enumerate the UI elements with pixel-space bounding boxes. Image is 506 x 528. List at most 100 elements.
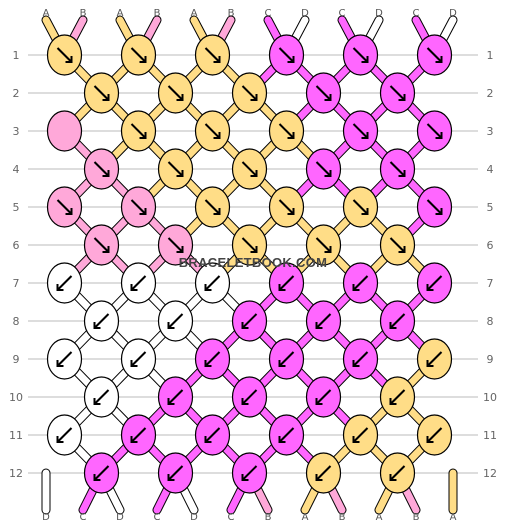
arrow-head-icon <box>176 246 184 253</box>
arrow-head-icon <box>361 208 369 215</box>
arrow-head-icon <box>278 360 286 367</box>
knot-arrow-left-icon <box>426 427 443 443</box>
string-bottom-label: C <box>228 512 235 523</box>
arrow-head-icon <box>176 170 184 177</box>
row-number-right: 4 <box>487 163 494 176</box>
knot-arrow-left-icon <box>204 275 221 291</box>
arrow-head-icon <box>426 284 434 291</box>
row-number-right: 2 <box>487 87 494 100</box>
row-number-left: 10 <box>9 391 23 404</box>
string-top-label: A <box>43 8 50 19</box>
arrow-head-icon <box>315 322 323 329</box>
arrow-head-icon <box>56 360 64 367</box>
string-bottom-label: C <box>80 512 87 523</box>
row-number-right: 12 <box>483 467 497 480</box>
row-number-right: 5 <box>487 201 494 214</box>
arrow-head-icon <box>130 360 138 367</box>
arrow-head-icon <box>352 284 360 291</box>
knots <box>46 34 453 494</box>
knot-arrow-left-icon <box>389 465 406 481</box>
row-number-left: 7 <box>13 277 20 290</box>
arrow-head-icon <box>278 284 286 291</box>
row-number-left: 6 <box>13 239 20 252</box>
knot-arrow-left-icon <box>93 313 110 329</box>
knot-arrow-left-icon <box>130 275 147 291</box>
arrow-head-icon <box>398 94 406 101</box>
knot-arrow-right-icon <box>167 161 184 177</box>
arrow-head-icon <box>324 170 332 177</box>
arrow-head-icon <box>324 94 332 101</box>
knot-arrow-right-icon <box>315 237 332 253</box>
row-number-left: 2 <box>13 87 20 100</box>
arrow-head-icon <box>204 436 212 443</box>
knot-arrow-right-icon <box>315 161 332 177</box>
row-number-right: 3 <box>487 125 494 138</box>
arrow-head-icon <box>93 398 101 405</box>
arrow-head-icon <box>102 94 110 101</box>
arrow-head-icon <box>361 132 369 139</box>
arrow-head-icon <box>315 474 323 481</box>
knot-arrow-left-icon <box>278 427 295 443</box>
arrow-head-icon <box>287 132 295 139</box>
arrow-head-icon <box>435 208 443 215</box>
string-bottom-label: B <box>265 512 272 523</box>
knot-arrow-right-icon <box>130 47 147 63</box>
arrow-head-icon <box>139 208 147 215</box>
string-top-label: C <box>265 8 272 19</box>
arrow-head-icon <box>204 360 212 367</box>
knot-arrow-left-icon <box>241 389 258 405</box>
arrow-head-icon <box>102 246 110 253</box>
string-bottom-label: D <box>190 512 198 523</box>
knot-arrow-left-icon <box>56 351 73 367</box>
arrow-head-icon <box>213 56 221 63</box>
knot-arrow-right-icon <box>389 161 406 177</box>
string-bottom-label: A <box>376 512 383 523</box>
knot-arrow-left-icon <box>93 389 110 405</box>
knot-arrow-right-icon <box>204 199 221 215</box>
row-number-left: 12 <box>9 467 23 480</box>
arrow-head-icon <box>241 398 249 405</box>
knot-arrow-right-icon <box>241 237 258 253</box>
arrow-head-icon <box>56 436 64 443</box>
arrow-head-icon <box>204 284 212 291</box>
string-bottom-label: B <box>339 512 346 523</box>
knot-arrow-right-icon <box>167 237 184 253</box>
knot-arrow-left-icon <box>167 465 184 481</box>
knot-arrow-right-icon <box>389 237 406 253</box>
string-top-label: A <box>117 8 124 19</box>
arrow-head-icon <box>241 474 249 481</box>
knot-arrow-right-icon <box>241 161 258 177</box>
knot-arrow-left-icon <box>167 313 184 329</box>
row-number-left: 11 <box>9 429 23 442</box>
row-number-right: 11 <box>483 429 497 442</box>
knot-arrow-right-icon <box>426 123 443 139</box>
knot-arrow-right-icon <box>352 47 369 63</box>
arrow-head-icon <box>435 56 443 63</box>
knot-arrow-right-icon <box>93 85 110 101</box>
knot-arrow-right-icon <box>352 123 369 139</box>
knot-arrow-right-icon <box>278 123 295 139</box>
string-bottom-label: A <box>450 512 457 523</box>
arrow-head-icon <box>167 474 175 481</box>
row-number-left: 5 <box>13 201 20 214</box>
knot-arrow-right-icon <box>389 85 406 101</box>
knot <box>46 110 83 152</box>
row-number-left: 1 <box>13 49 20 62</box>
knot-arrow-right-icon <box>426 199 443 215</box>
knot-arrow-left-icon <box>204 427 221 443</box>
row-number-left: 4 <box>13 163 20 176</box>
row-number-left: 9 <box>13 353 20 366</box>
arrow-head-icon <box>250 170 258 177</box>
knot-arrow-left-icon <box>278 275 295 291</box>
arrow-head-icon <box>139 132 147 139</box>
row-number-left: 8 <box>13 315 20 328</box>
row-number-right: 8 <box>487 315 494 328</box>
knot-arrow-right-icon <box>204 47 221 63</box>
arrow-head-icon <box>176 94 184 101</box>
knot-arrow-right-icon <box>204 123 221 139</box>
string-top-label: B <box>80 8 87 19</box>
row-number-right: 7 <box>487 277 494 290</box>
knot-arrow-right-icon <box>167 85 184 101</box>
